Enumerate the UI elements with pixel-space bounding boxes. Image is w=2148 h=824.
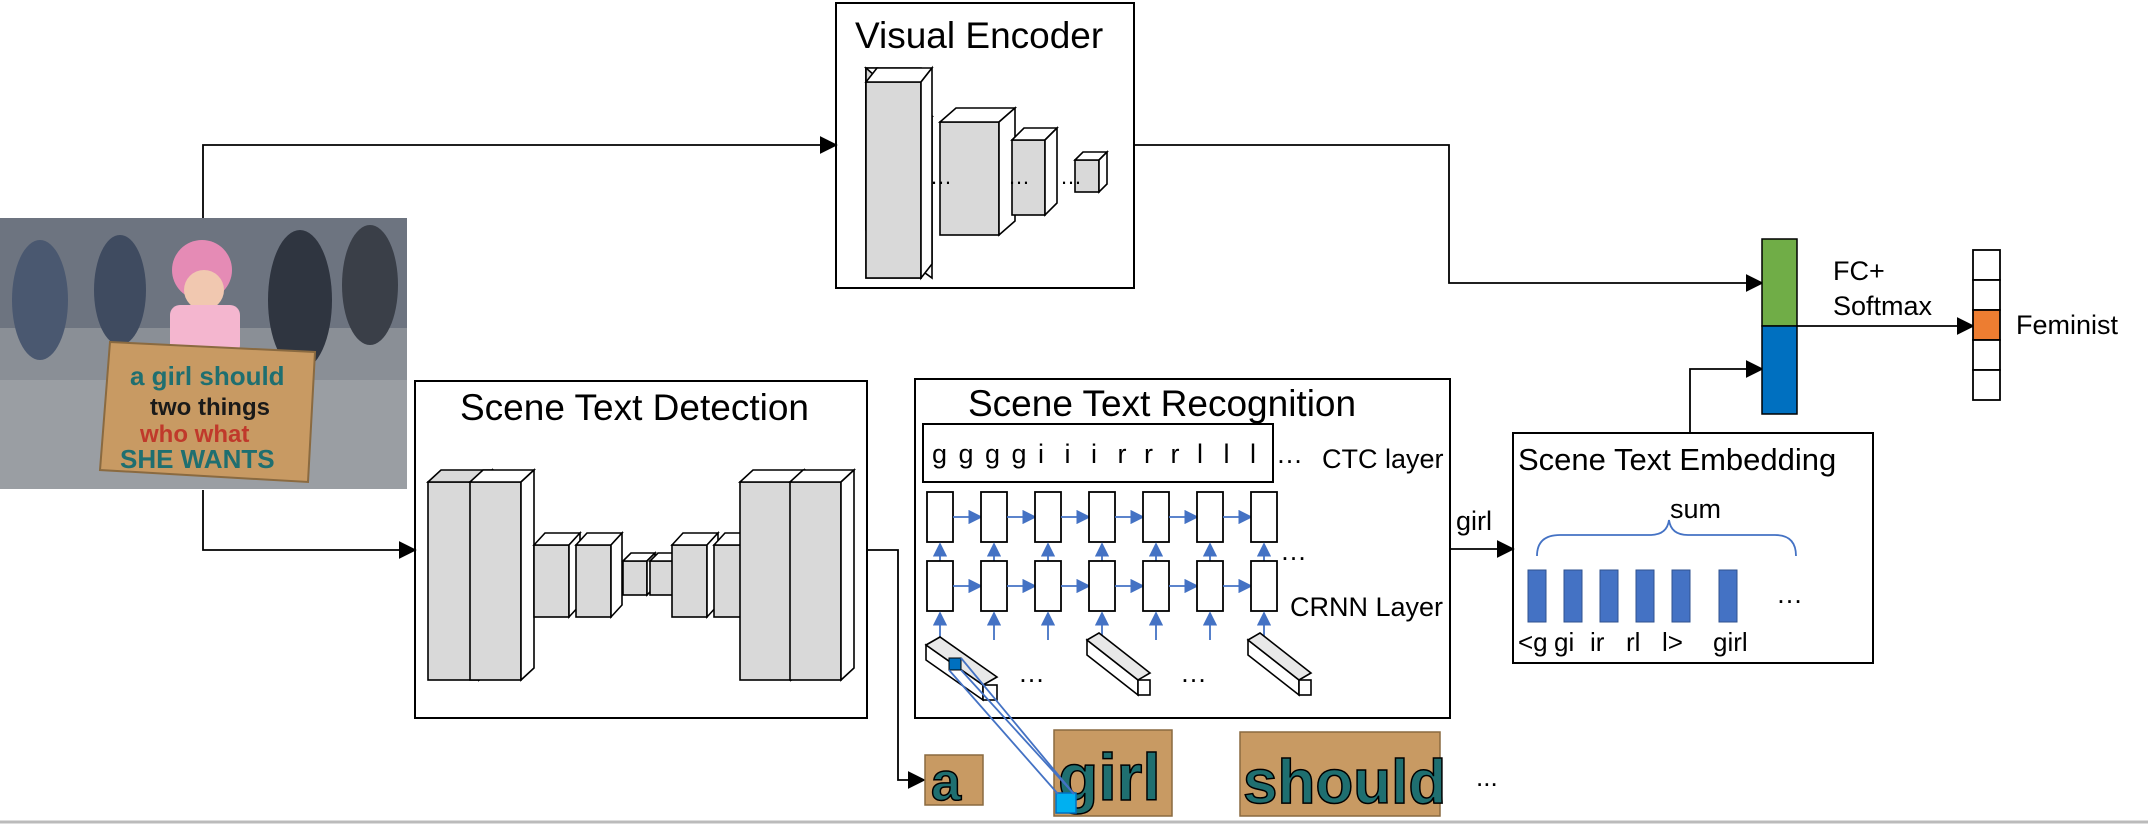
encoder-dots-3: … <box>1060 164 1082 189</box>
sign-line-3: who what <box>139 421 249 448</box>
ctc-char: l <box>1197 439 1203 469</box>
ngram-label: ir <box>1590 627 1605 657</box>
ctc-layer-label: CTC layer <box>1322 444 1444 474</box>
text-feature-segment <box>1761 325 1798 415</box>
sign-line-2: two things <box>150 394 270 421</box>
visual-feature-segment <box>1761 238 1798 327</box>
ctc-char: g <box>1012 439 1027 469</box>
output-vector <box>1972 249 2001 401</box>
ctc-char: l <box>1224 439 1230 469</box>
text-recognition-title: Scene Text Recognition <box>968 383 1356 424</box>
ngram-bar <box>1671 569 1691 623</box>
input-slice-3 <box>1246 632 1313 697</box>
input-slice-2 <box>1085 632 1152 697</box>
sign-line-4: SHE WANTS <box>120 444 275 474</box>
crnn-cell <box>1196 491 1224 543</box>
slice-to-crop-line-1 <box>948 669 1059 795</box>
sign-line-1: a girl should <box>130 361 285 391</box>
detection-to-crops-arrow <box>867 549 926 789</box>
ctc-char: r <box>1118 439 1127 469</box>
text-detection-title: Scene Text Detection <box>460 387 809 428</box>
crnn-cell <box>980 491 1008 543</box>
crnn-cell <box>980 560 1008 612</box>
ngram-label: gi <box>1554 627 1574 657</box>
crnn-layer-label: CRNN Layer <box>1290 592 1443 622</box>
ngram-bar <box>1718 569 1738 623</box>
ctc-char: i <box>1038 439 1044 469</box>
crnn-cell <box>926 491 954 543</box>
crnn-cell <box>1250 560 1278 612</box>
embedding-to-concat-arrow <box>1689 360 1764 433</box>
sum-label: sum <box>1670 494 1721 524</box>
crnn-cell <box>1034 491 1062 543</box>
crop-girl: girl <box>1053 729 1173 817</box>
photo-to-encoder-arrow <box>202 136 838 218</box>
sum-brace <box>1536 519 1797 557</box>
input-slice-1 <box>924 636 999 702</box>
crnn-cell <box>1196 560 1224 612</box>
slice-to-crop-line-3 <box>960 657 1075 795</box>
recognized-word: girl <box>1456 506 1492 536</box>
ctc-char: g <box>932 439 947 469</box>
ctc-char: r <box>1144 439 1153 469</box>
text-detection-module: Scene Text Detection <box>414 380 868 719</box>
encoder-dots-2: … <box>1008 164 1030 189</box>
visual-encoder-module: Visual Encoder … … … <box>835 2 1135 289</box>
slice-to-crop-line-2 <box>960 669 1075 795</box>
crnn-cell <box>926 560 954 612</box>
crnn-cell <box>1142 560 1170 612</box>
crnn-cell <box>1034 560 1062 612</box>
slice-ellipsis-2: … <box>1180 658 1207 688</box>
ngram-bar <box>1527 569 1547 623</box>
photo-to-detection-arrow <box>202 490 417 559</box>
ngram-bar <box>1635 569 1655 623</box>
encoder-dots-1: … <box>930 164 952 189</box>
crnn-cell <box>1250 491 1278 543</box>
crops-ellipsis: ... <box>1476 762 1498 792</box>
crnn-cell <box>1142 491 1170 543</box>
ctc-char: l <box>1250 439 1256 469</box>
ngram-bar <box>1599 569 1619 623</box>
text-embedding-title: Scene Text Embedding <box>1518 442 1836 477</box>
crop-a: a <box>924 751 984 813</box>
crop-a-text: a <box>931 752 962 812</box>
crnn-cell <box>1088 491 1116 543</box>
ngram-label: girl <box>1713 627 1748 657</box>
ctc-char: i <box>1091 439 1097 469</box>
ctc-ellipsis: … <box>1276 439 1303 469</box>
crnn-ellipsis: … <box>1280 536 1307 566</box>
output-class-label: Feminist <box>2016 310 2119 340</box>
ngram-label: l> <box>1662 627 1683 657</box>
ngram-label: <g <box>1518 627 1548 657</box>
ctc-char: r <box>1171 439 1180 469</box>
ngram-bar <box>1563 569 1583 623</box>
crnn-grid <box>926 491 1278 640</box>
crnn-cell <box>1088 560 1116 612</box>
fc-label-line1: FC+ <box>1833 256 1885 286</box>
crop-should-text: should <box>1243 748 1446 817</box>
embedding-ellipsis: … <box>1776 579 1803 609</box>
crop-should: should <box>1239 731 1447 818</box>
slice-ellipsis-1: … <box>1018 658 1045 688</box>
ctc-char: g <box>985 439 1000 469</box>
ctc-char: g <box>959 439 974 469</box>
fc-label-line2: Softmax <box>1833 291 1933 321</box>
visual-encoder-title: Visual Encoder <box>855 15 1103 56</box>
input-photo: a girl should two things who what SHE WA… <box>0 218 407 489</box>
encoder-to-concat-arrow <box>1134 144 1764 292</box>
ctc-char: i <box>1065 439 1071 469</box>
ngram-label: rl <box>1626 627 1640 657</box>
